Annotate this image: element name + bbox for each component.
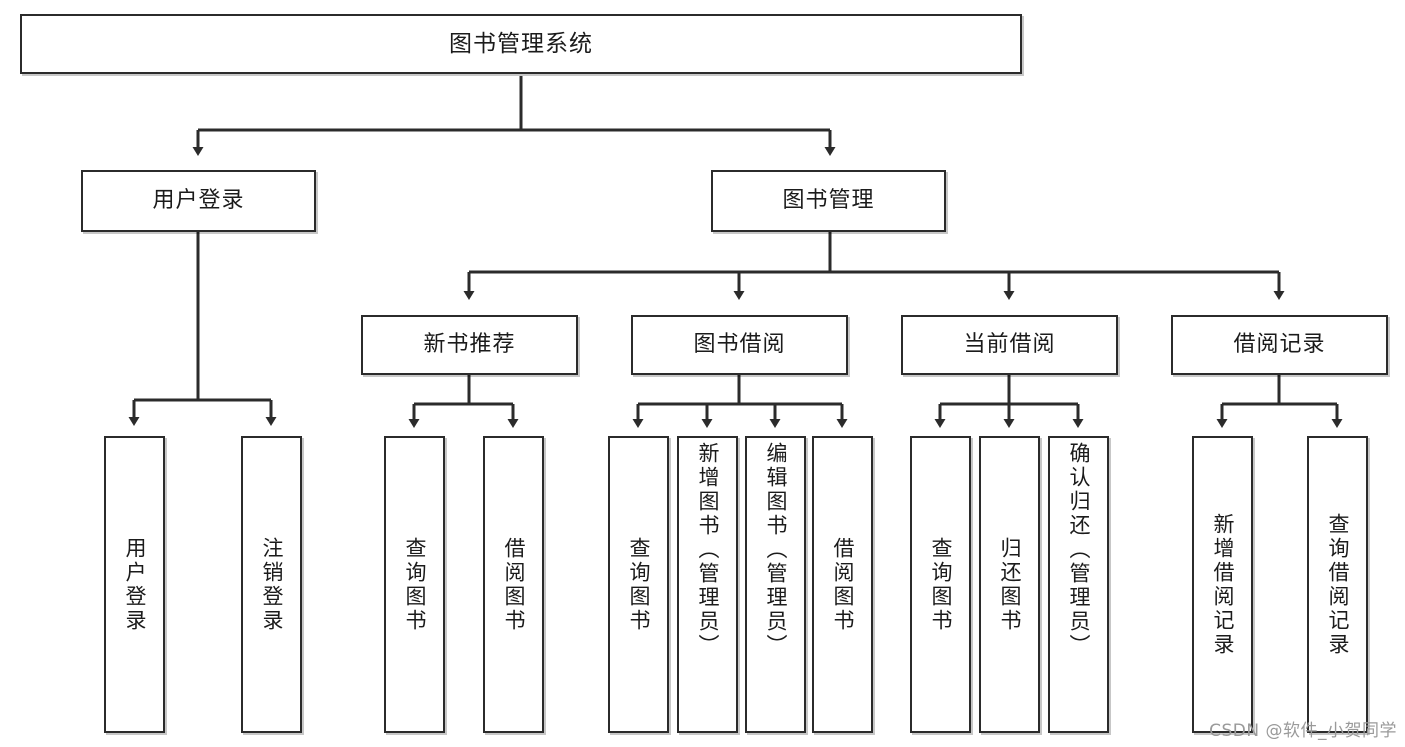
node-current-borrowing[interactable]: 当前借阅 [901,315,1118,375]
leaf-query-book-recommendation[interactable]: 查询图书 [384,436,445,733]
csdn-watermark: CSDN @软件_小贺同学 [1209,721,1397,741]
leaf-return-book[interactable]: 归还图书 [979,436,1040,733]
node-label: 用户登录 [123,536,147,633]
node-root-book-management-system[interactable]: 图书管理系统 [20,14,1022,74]
node-book-borrowing[interactable]: 图书借阅 [631,315,848,375]
node-label: 注销登录 [260,536,284,633]
node-label: 查询图书 [627,536,651,633]
node-user-login[interactable]: 用户登录 [81,170,316,232]
node-label: 归还图书 [998,536,1022,633]
node-label: 图书借阅 [693,332,786,358]
leaf-add-borrowing-record[interactable]: 新增借阅记录 [1192,436,1253,733]
node-label: 查询借阅记录 [1326,512,1350,657]
node-label: 查询图书 [929,536,953,633]
node-label: 图书管理 [782,188,875,214]
leaf-logout[interactable]: 注销登录 [241,436,302,733]
node-label: 借阅记录 [1233,332,1326,358]
node-book-management[interactable]: 图书管理 [711,170,946,232]
node-label: 借阅图书 [502,536,526,633]
node-label: 查询图书 [403,536,427,633]
node-label: 用户登录 [152,188,245,214]
leaf-add-book-admin[interactable]: 新增图书（管理员） [677,436,738,733]
leaf-edit-book-admin[interactable]: 编辑图书（管理员） [745,436,806,733]
leaf-borrow-book-recommendation[interactable]: 借阅图书 [483,436,544,733]
node-label: 确认归还（管理员） [1067,442,1091,658]
leaf-user-login[interactable]: 用户登录 [104,436,165,733]
node-label: 图书管理系统 [449,30,593,57]
leaf-borrow-book-borrowing[interactable]: 借阅图书 [812,436,873,733]
leaf-query-borrowing-record[interactable]: 查询借阅记录 [1307,436,1368,733]
node-label: 借阅图书 [831,536,855,633]
node-label: 新增图书（管理员） [696,442,720,658]
node-new-book-recommendation[interactable]: 新书推荐 [361,315,578,375]
node-label: 新书推荐 [423,332,516,358]
node-label: 编辑图书（管理员） [764,442,788,658]
node-label: 新增借阅记录 [1211,512,1235,657]
node-borrowing-record[interactable]: 借阅记录 [1171,315,1388,375]
leaf-query-book-borrowing[interactable]: 查询图书 [608,436,669,733]
leaf-query-book-current[interactable]: 查询图书 [910,436,971,733]
node-label: 当前借阅 [963,332,1056,358]
leaf-confirm-return-admin[interactable]: 确认归还（管理员） [1048,436,1109,733]
